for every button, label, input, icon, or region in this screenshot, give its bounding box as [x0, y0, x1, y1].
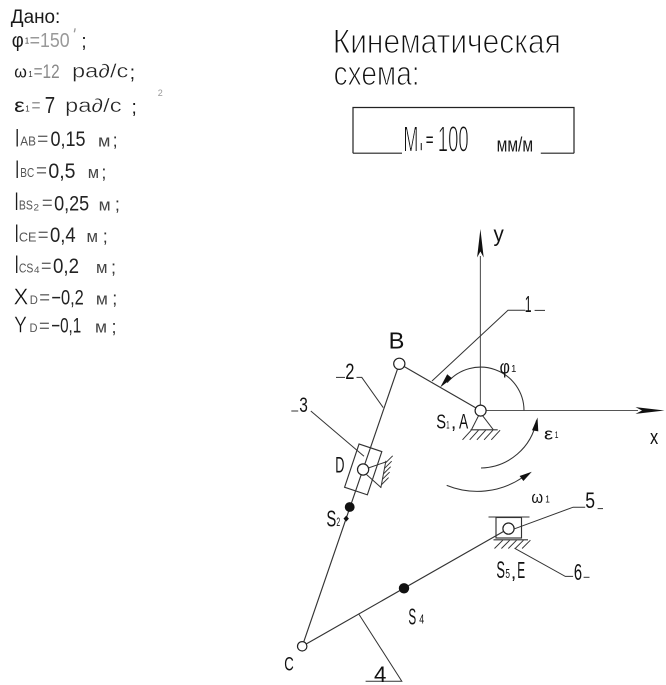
svg-text:1: 1 [525, 291, 532, 317]
svg-text:6: 6 [574, 559, 582, 585]
svg-text:=: = [36, 161, 47, 182]
svg-text:AB: AB [20, 133, 36, 148]
svg-text:,: , [511, 561, 517, 583]
svg-text:Дано:: Дано: [11, 7, 61, 28]
svg-text:S: S [326, 505, 336, 531]
svg-text:=: = [41, 257, 52, 278]
svg-text:;: ; [130, 63, 135, 84]
svg-text:φ: φ [500, 358, 510, 379]
svg-text:CS: CS [19, 261, 34, 276]
svg-text:3: 3 [299, 394, 308, 417]
svg-text:;: ; [111, 258, 116, 278]
svg-text:ра∂/с: ра∂/с [72, 62, 128, 83]
svg-text:ε: ε [544, 425, 554, 444]
svg-text:−0,1: −0,1 [51, 315, 81, 338]
svg-text:D: D [30, 293, 38, 307]
svg-text:4: 4 [419, 611, 424, 626]
svg-text:CE: CE [19, 230, 37, 245]
svg-text:м: м [99, 195, 111, 214]
svg-text:1: 1 [555, 430, 559, 441]
svg-text:=: = [38, 226, 49, 247]
svg-text:−0,2: −0,2 [51, 286, 83, 309]
svg-text:м: м [98, 131, 110, 150]
svg-text:2: 2 [336, 515, 340, 529]
svg-text:l: l [16, 158, 19, 184]
svg-text:0,5: 0,5 [48, 160, 75, 183]
svg-text:м: м [96, 258, 108, 277]
svg-text:=: = [39, 288, 50, 309]
svg-text:;: ; [113, 131, 118, 151]
svg-text:2: 2 [34, 202, 40, 213]
svg-text:=: = [426, 129, 434, 152]
svg-text:5: 5 [505, 566, 510, 581]
svg-text:M: M [403, 118, 418, 159]
svg-text:;: ; [103, 227, 108, 247]
svg-text:l: l [16, 126, 19, 152]
svg-text:0,2: 0,2 [53, 255, 79, 278]
svg-text:φ: φ [12, 29, 24, 52]
svg-text:1: 1 [545, 495, 550, 506]
svg-text:=12: =12 [34, 61, 60, 83]
svg-text:мм/м: мм/м [497, 134, 533, 157]
svg-text:,: , [451, 412, 456, 434]
svg-text:Кинематическая: Кинематическая [333, 23, 561, 61]
svg-text:м: м [88, 163, 99, 182]
svg-text:B: B [389, 328, 405, 354]
svg-text:4: 4 [34, 265, 40, 276]
svg-text:0,25: 0,25 [54, 192, 89, 215]
svg-text:1: 1 [25, 37, 30, 46]
svg-text:м: м [87, 227, 99, 246]
svg-text:0,15: 0,15 [51, 128, 86, 151]
svg-text:X: X [14, 283, 29, 309]
svg-text:l: l [15, 222, 18, 248]
svg-text:BS: BS [19, 198, 33, 213]
svg-text:=: = [39, 316, 50, 337]
svg-text:1: 1 [28, 70, 33, 79]
svg-text:;: ; [132, 98, 137, 119]
svg-text:Y: Y [14, 312, 27, 338]
svg-text:=150: =150 [30, 30, 70, 52]
svg-text:1: 1 [446, 419, 449, 431]
svg-text:A: A [459, 410, 469, 434]
svg-text:C: C [284, 655, 294, 676]
svg-text:1: 1 [25, 105, 30, 114]
svg-text:S: S [496, 557, 505, 584]
svg-text:2: 2 [345, 359, 354, 384]
svg-text:x: x [650, 427, 658, 449]
svg-text:y: y [494, 221, 505, 246]
svg-text:=: = [32, 95, 41, 117]
svg-text:м: м [95, 318, 107, 337]
svg-text:D: D [335, 453, 344, 478]
svg-text:;: ; [81, 31, 86, 53]
svg-text:l: l [15, 190, 18, 216]
svg-text:S: S [408, 603, 416, 629]
svg-text:0,4: 0,4 [50, 224, 76, 247]
svg-text:7: 7 [45, 92, 55, 118]
svg-text:2: 2 [158, 88, 163, 98]
svg-text:;: ; [112, 317, 117, 337]
svg-text:ε: ε [14, 96, 25, 117]
svg-text:ра∂/с: ра∂/с [65, 96, 122, 117]
svg-text:;: ; [101, 162, 106, 182]
svg-text:;: ; [115, 195, 120, 215]
svg-text:S: S [436, 412, 446, 434]
svg-text:D: D [30, 321, 38, 335]
svg-text:ω: ω [14, 62, 27, 81]
svg-text:м: м [96, 289, 108, 308]
svg-text:=: = [42, 194, 53, 215]
svg-text:ω: ω [531, 489, 543, 507]
svg-text:100: 100 [438, 118, 469, 159]
svg-text:l: l [15, 253, 18, 279]
svg-text:1: 1 [511, 363, 516, 375]
svg-text:BC: BC [20, 165, 34, 180]
svg-text:схема:: схема: [334, 55, 420, 93]
svg-text:5: 5 [585, 488, 595, 513]
svg-text:=: = [37, 130, 48, 151]
svg-text:E: E [517, 557, 525, 583]
svg-text:;: ; [112, 289, 117, 309]
svg-text:4: 4 [374, 662, 386, 685]
